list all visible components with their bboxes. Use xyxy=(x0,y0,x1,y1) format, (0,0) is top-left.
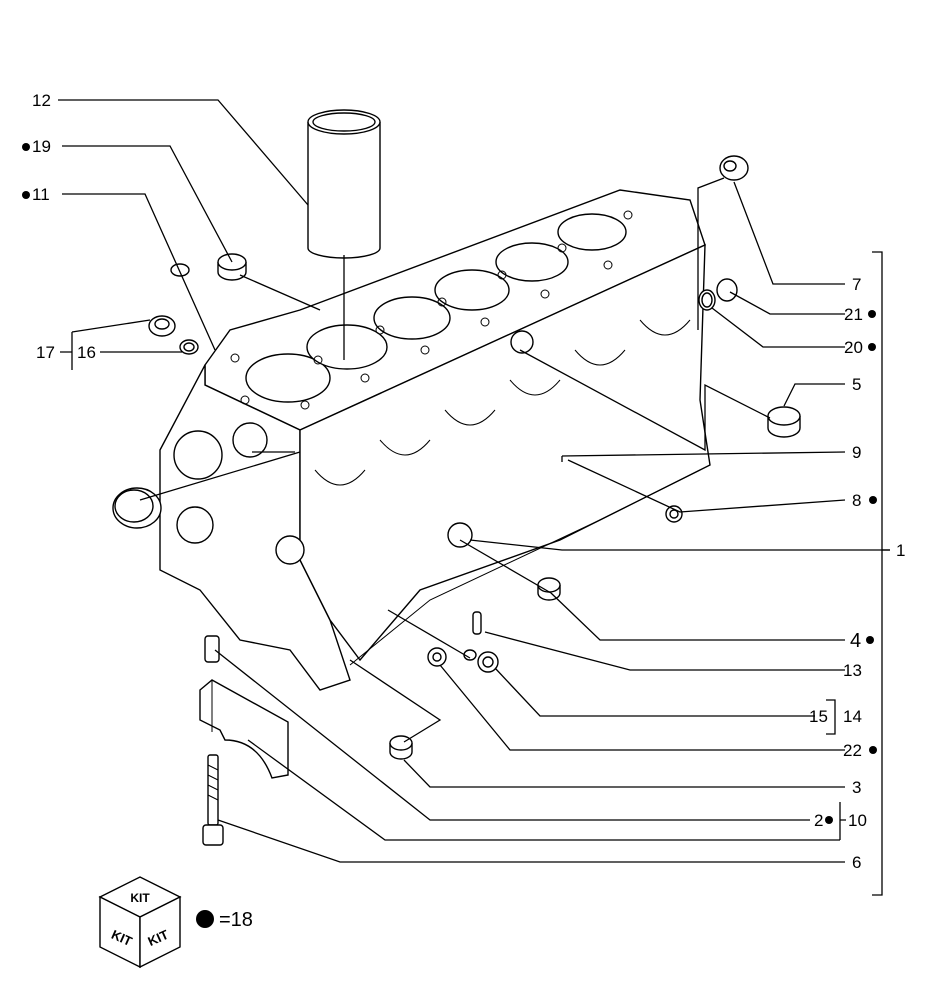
plug-5 xyxy=(767,406,801,438)
dowel-10 xyxy=(204,635,220,663)
washer-20 xyxy=(698,289,716,311)
kit-dot-22 xyxy=(869,746,877,754)
kit-label-top: KIT xyxy=(130,891,150,905)
plug-9 xyxy=(112,487,162,529)
plug-4 xyxy=(537,577,561,601)
callout-4: 4 xyxy=(850,630,861,652)
callout-15: 15 xyxy=(809,707,828,726)
callout-14: 14 xyxy=(843,707,862,726)
kit-legend-dot xyxy=(196,910,214,928)
kit-cube-icon: KIT KIT KIT xyxy=(98,876,182,969)
cylinder-liner xyxy=(307,109,381,259)
callout-5: 5 xyxy=(852,375,861,394)
callout-3: 3 xyxy=(852,778,861,797)
callout-7: 7 xyxy=(852,275,861,294)
kit-dot-8 xyxy=(869,496,877,504)
kit-dot-21 xyxy=(868,310,876,318)
bolt-6 xyxy=(202,754,224,846)
callout-1: 1 xyxy=(896,541,905,560)
cylinder-bores xyxy=(245,213,627,403)
kit-dot-2 xyxy=(825,816,833,824)
callout-19: 19 xyxy=(32,137,51,156)
plug-3 xyxy=(389,735,413,760)
callout-9: 9 xyxy=(852,443,861,462)
washer-16 xyxy=(179,339,199,355)
plug-22 xyxy=(427,647,447,667)
callout-16: 16 xyxy=(77,343,96,362)
callout-10: 10 xyxy=(848,811,867,830)
callout-22: 22 xyxy=(843,741,862,760)
callout-6: 6 xyxy=(852,853,861,872)
bearing-webs xyxy=(314,319,691,486)
kit-dot-19 xyxy=(22,143,30,151)
kit-dot-20 xyxy=(868,343,876,351)
plug-21 xyxy=(716,278,738,302)
pin-11 xyxy=(170,263,190,277)
callout-21: 21 xyxy=(844,305,863,324)
plug-8 xyxy=(665,505,683,523)
kit-legend: KIT KIT KIT =18 xyxy=(98,876,253,969)
leader-lines xyxy=(58,99,890,896)
callout-2: 2 xyxy=(814,811,823,830)
callout-20: 20 xyxy=(844,338,863,357)
engine-block xyxy=(159,189,711,691)
kit-legend-value: =18 xyxy=(219,909,253,931)
callout-13: 13 xyxy=(843,661,862,680)
plug-14 xyxy=(477,651,499,673)
deck-holes xyxy=(230,210,633,410)
cup-plug-19 xyxy=(217,253,247,281)
callout-12: 12 xyxy=(32,91,51,110)
kit-dot-4 xyxy=(866,636,874,644)
callout-17: 17 xyxy=(36,343,55,362)
bushing-7 xyxy=(719,155,749,181)
kit-dot-11 xyxy=(22,191,30,199)
callout-11: 11 xyxy=(32,185,50,204)
pin-13 xyxy=(472,611,482,635)
callout-labels: 12 19 11 17 16 7 21 20 5 9 8 1 4 13 15 1… xyxy=(22,91,905,872)
plug-16 xyxy=(148,315,176,337)
callout-8: 8 xyxy=(852,491,861,510)
